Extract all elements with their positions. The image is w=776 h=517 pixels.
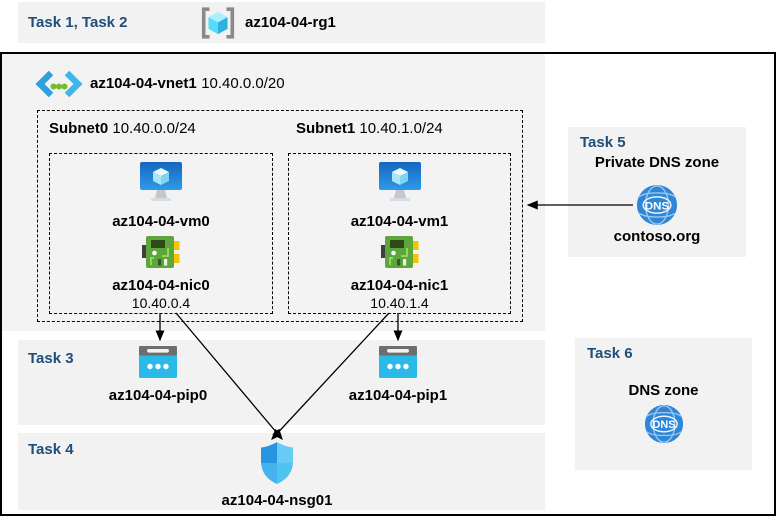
subnet0-dashed-box: az104-04-vm0: [49, 153, 273, 314]
pip1-node: az104-04-pip1: [318, 346, 478, 404]
nic0-name: az104-04-nic0: [112, 277, 210, 294]
nic1-private-ip: 10.40.1.4: [370, 295, 429, 311]
vnet-title: az104-04-vnet1 10.40.0.0/20: [90, 75, 285, 93]
subnet1-name: Subnet1: [296, 120, 356, 137]
vnet-name: az104-04-vnet1: [90, 75, 197, 92]
vnet-cidr: 10.40.0.0/20: [201, 75, 285, 92]
task-4-label: Task 4: [28, 441, 74, 458]
dns-zone-title: DNS zone: [628, 382, 699, 399]
task-4-band: Task 4 az104-04-nsg0: [18, 433, 545, 510]
pip1-name: az104-04-pip1: [348, 387, 448, 404]
address-space-dashed-box: Subnet0 10.40.0.0/24 Subnet1 10.40.1.0/2…: [37, 110, 523, 322]
nic1-name: az104-04-nic1: [350, 277, 449, 294]
subnet0-node-stack: az104-04-vm0: [50, 154, 272, 311]
pip0-name: az104-04-pip0: [108, 387, 208, 404]
private-dns-zone-title: Private DNS zone: [594, 154, 720, 171]
subnet0-name: Subnet0: [49, 120, 109, 137]
nsg-node: az104-04-nsg01: [197, 441, 357, 509]
vm1-name: az104-04-vm1: [350, 213, 449, 230]
pip0-node: az104-04-pip0: [78, 346, 238, 404]
nic0-icon: [142, 234, 180, 275]
nsg-name: az104-04-nsg01: [221, 492, 333, 509]
nsg-shield-icon: [259, 441, 295, 490]
vnet-panel: az104-04-vnet1 10.40.0.0/20 Subnet0 10.4…: [2, 54, 545, 331]
dns-zone-icon: DNS: [644, 404, 684, 449]
pip0-icon: [139, 346, 177, 383]
dns-icon-text: DNS: [645, 200, 670, 212]
vm0-icon: [139, 161, 183, 208]
vm1-icon: [378, 161, 422, 208]
resource-group-name: az104-04-rg1: [245, 14, 336, 31]
task-6-label: Task 6: [587, 345, 633, 362]
nic0-private-ip: 10.40.0.4: [131, 295, 191, 311]
virtual-network-icon: [34, 69, 84, 104]
task-6-box: Task 6 DNS zone DNS: [575, 338, 752, 470]
subnet0-label: Subnet0 10.40.0.0/24: [49, 120, 196, 137]
private-dns-zone-icon: DNS: [636, 184, 678, 231]
subnet1-dashed-box: az104-04-vm1: [288, 153, 511, 314]
pip1-icon: [379, 346, 417, 383]
task-3-label: Task 3: [28, 350, 74, 367]
vm0-name: az104-04-vm0: [112, 213, 210, 230]
task-5-label: Task 5: [580, 134, 626, 151]
subnet1-label: Subnet1 10.40.1.0/24: [296, 120, 443, 137]
resource-group-band: Task 1, Task 2 az104-04-rg1: [18, 2, 545, 43]
subnet1-node-stack: az104-04-vm1: [289, 154, 510, 311]
private-dns-zone-name: contoso.org: [613, 228, 701, 245]
resource-group-icon: [200, 7, 236, 44]
nic1-icon: [380, 234, 419, 275]
task-1-2-label: Task 1, Task 2: [28, 14, 128, 31]
subnet0-cidr: 10.40.0.0/24: [112, 120, 196, 137]
task-5-box: Task 5 Private DNS zone DNS contoso.org: [568, 127, 746, 257]
dns-icon-text: DNS: [652, 419, 675, 431]
task-3-band: Task 3 az104-04-pip0: [18, 340, 545, 425]
subnet1-cidr: 10.40.1.0/24: [359, 120, 443, 137]
